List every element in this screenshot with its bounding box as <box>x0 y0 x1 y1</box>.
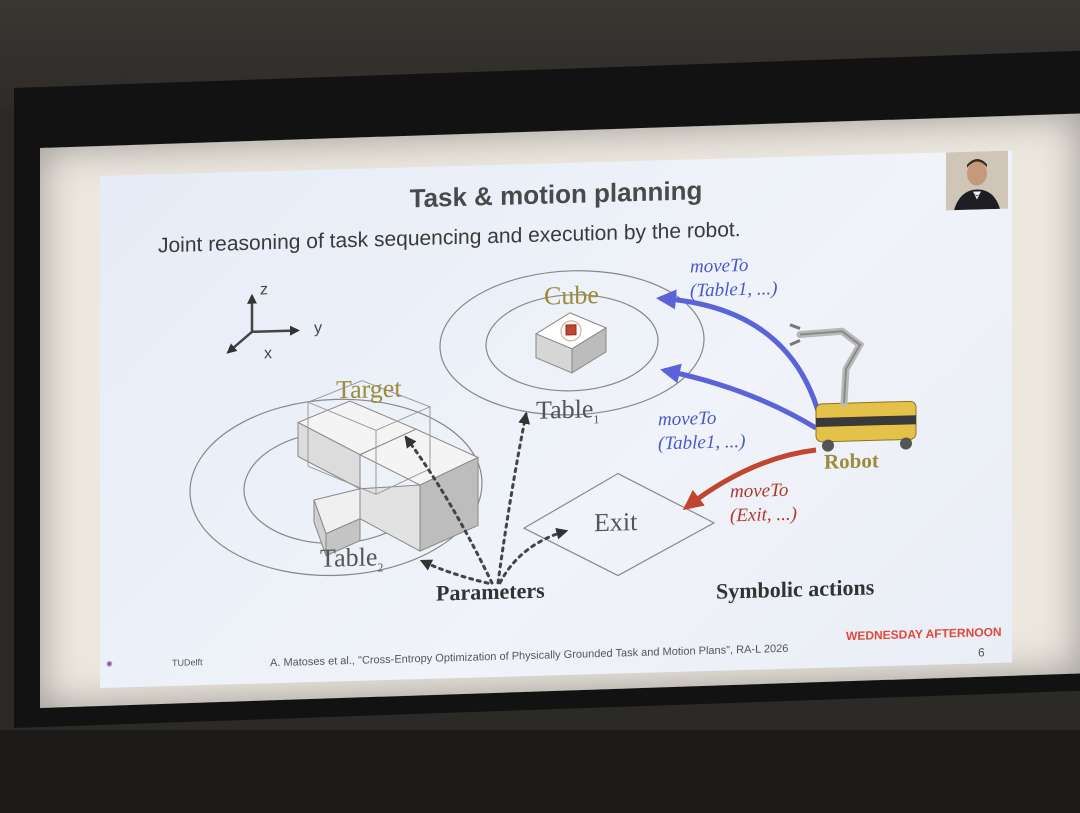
target-wireframe <box>306 380 432 496</box>
axes-icon <box>226 293 300 354</box>
axis-y-label: y <box>314 319 322 338</box>
table2-label-sub: 2 <box>377 560 384 575</box>
table1-label-sub: 1 <box>593 412 600 427</box>
action-3-args: (Exit, ...) <box>730 503 798 527</box>
table1-rings <box>439 270 705 416</box>
axis-z-label: z <box>260 281 268 299</box>
planning-diagram <box>189 270 917 585</box>
room-floor <box>0 730 1080 813</box>
symbolic-actions-label: Symbolic actions <box>716 574 875 604</box>
action-1-args: (Table1, ...) <box>690 278 778 302</box>
speaker-icon <box>946 150 1008 211</box>
action-2-args: (Table1, ...) <box>658 430 746 455</box>
action-2-name: moveTo <box>658 407 717 431</box>
parameter-arrows <box>404 411 569 585</box>
table2-label-text: Table <box>320 542 378 573</box>
parameters-label: Parameters <box>436 577 545 606</box>
exit-label: Exit <box>594 506 638 538</box>
robot-label: Robot <box>824 448 879 474</box>
table2-label: Table2 <box>320 542 383 577</box>
table1-label-text: Table <box>536 394 594 425</box>
action-3-name: moveTo <box>730 479 789 503</box>
target-label: Target <box>336 373 402 405</box>
logo-left: ✺ <box>106 659 113 669</box>
move-to-table1-arrow <box>660 363 818 431</box>
action-move-to-table1: moveTo (Table1, ...) <box>658 406 745 456</box>
move-to-cube-arrow <box>656 289 823 419</box>
page-number: 6 <box>978 645 985 660</box>
robot-icon <box>789 323 917 452</box>
cube-label: Cube <box>544 280 599 311</box>
table1-label: Table1 <box>536 394 599 429</box>
move-to-exit-arrow <box>682 447 817 511</box>
cube-shape <box>534 312 608 374</box>
axis-x-label: x <box>264 345 272 363</box>
action-move-to-exit: moveTo (Exit, ...) <box>730 479 797 529</box>
slide: Task & motion planning Joint reasoning o… <box>100 150 1012 689</box>
exit-area <box>522 472 716 577</box>
speaker-video-thumbnail <box>946 150 1008 211</box>
target-block <box>296 400 480 557</box>
logo-right: TUDelft <box>172 657 203 668</box>
action-1-name: moveTo <box>690 254 749 278</box>
action-move-to-cube: moveTo (Table1, ...) <box>690 253 777 303</box>
